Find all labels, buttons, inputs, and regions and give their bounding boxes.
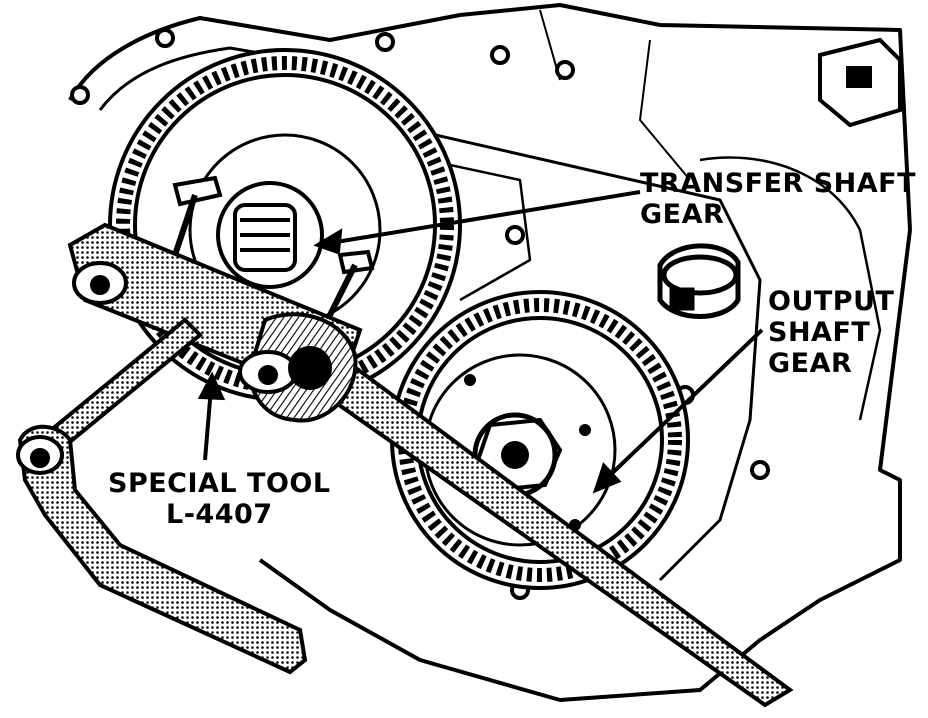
forcing-screw xyxy=(16,317,308,675)
output-shaft-gear-label-line2: SHAFT xyxy=(768,317,871,348)
output-shaft-gear-label: OUTPUT SHAFT GEAR xyxy=(768,286,894,379)
output-shaft-gear-label-line3: GEAR xyxy=(768,348,853,379)
puller-arm xyxy=(67,222,363,423)
case-housing xyxy=(68,3,912,702)
special-tool-label-line1: SPECIAL TOOL xyxy=(108,468,331,499)
case-bracket xyxy=(818,37,902,128)
output-shaft-gear-label-line1: OUTPUT xyxy=(768,286,895,317)
special-tool-label: SPECIAL TOOL L-4407 xyxy=(108,468,331,530)
transfer-shaft-gear-label-line2: GEAR xyxy=(640,199,725,230)
bearing-boss xyxy=(657,243,741,319)
special-tool-label-line2: L-4407 xyxy=(166,499,273,530)
transfer-shaft-gear-label: TRANSFER SHAFT GEAR xyxy=(640,168,916,230)
transfer-shaft-gear-label-line1: TRANSFER SHAFT xyxy=(640,168,917,199)
leader-arrows xyxy=(197,190,764,494)
flange-bolt-holes xyxy=(70,28,770,600)
